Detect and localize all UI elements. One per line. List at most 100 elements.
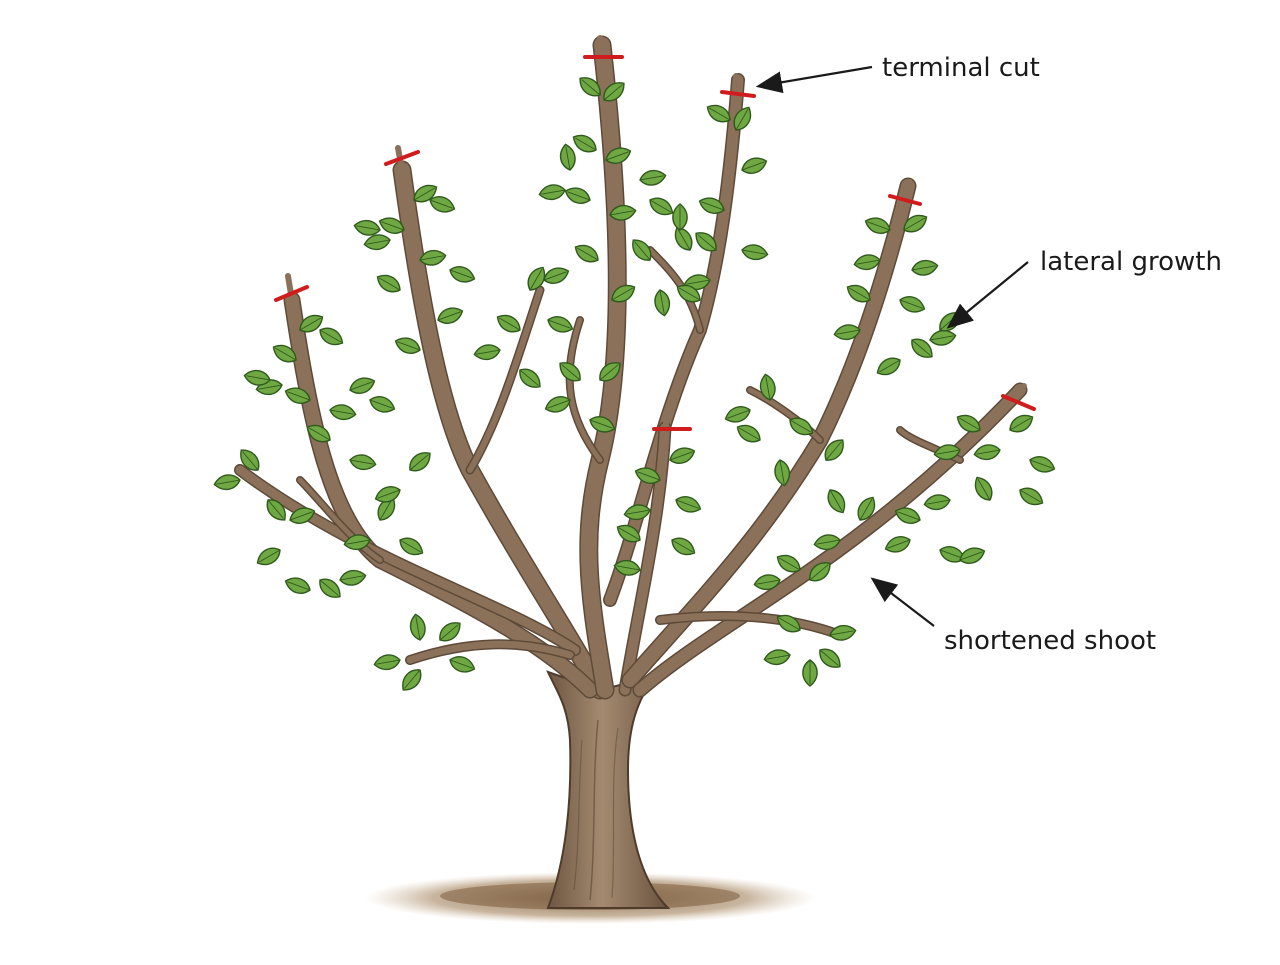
leaf — [449, 656, 476, 673]
leaf — [789, 417, 814, 436]
leaf — [374, 486, 401, 503]
leaf — [256, 547, 281, 566]
leaf — [378, 217, 405, 234]
leaf — [857, 496, 876, 521]
leaf — [272, 344, 297, 363]
leaf — [419, 249, 447, 266]
leaf — [616, 524, 641, 543]
leaf — [809, 562, 831, 582]
pruning-cut-mark — [384, 150, 420, 166]
shortened-shoot-arrow — [870, 577, 935, 627]
leaf — [559, 143, 576, 171]
leaf — [956, 414, 981, 433]
leaf — [349, 454, 377, 471]
twig-right-inner — [747, 387, 823, 443]
leaf — [759, 373, 776, 401]
leaf — [733, 106, 752, 131]
leaf — [911, 338, 933, 358]
leaf — [527, 266, 546, 291]
cut-stub — [1017, 383, 1027, 393]
leaf — [753, 574, 781, 591]
leaf — [853, 254, 881, 271]
cut-stub — [285, 273, 295, 303]
leaf — [829, 624, 857, 641]
leaf — [911, 259, 939, 276]
leaf — [409, 613, 426, 641]
pruning-cut-mark — [888, 194, 922, 206]
leaf — [824, 439, 844, 461]
cut-stub — [662, 411, 671, 431]
leaf — [394, 337, 421, 354]
leaf — [776, 554, 801, 573]
leaf — [741, 244, 769, 261]
branch-center-right-outline — [603, 73, 745, 607]
lateral-growth-arrow — [946, 261, 1029, 329]
twig-left-inner — [467, 287, 543, 473]
leaf — [776, 614, 801, 633]
leaf — [289, 507, 316, 524]
leaf — [306, 424, 331, 443]
trunk — [546, 670, 671, 909]
leaf — [473, 344, 501, 361]
leaf — [266, 499, 286, 521]
leaf — [639, 169, 667, 186]
leaf — [683, 274, 711, 291]
leaf — [813, 534, 841, 551]
leaf — [439, 622, 461, 642]
terminal-cut-label: terminal cut — [882, 53, 1040, 83]
leaf — [611, 284, 636, 303]
leaf — [349, 377, 376, 394]
shortened-shoot-label: shortened shoot — [944, 626, 1157, 656]
leaf — [833, 324, 861, 341]
leaf — [603, 82, 625, 102]
leaf — [675, 496, 702, 513]
leaf — [599, 362, 621, 382]
leaf — [671, 537, 696, 556]
leaf — [933, 444, 961, 461]
twig-center-right — [647, 247, 703, 333]
leaf — [369, 396, 396, 413]
leaf — [674, 226, 693, 251]
foliage — [213, 77, 1056, 691]
leaf — [399, 537, 424, 556]
leaf — [363, 234, 391, 251]
leaf — [409, 452, 431, 472]
leaf — [903, 214, 928, 233]
leaf — [449, 266, 476, 283]
leaf — [376, 274, 401, 293]
twig-left-mid — [297, 477, 383, 563]
leaf — [736, 424, 761, 443]
leaf — [605, 147, 632, 164]
leaf — [319, 578, 341, 598]
terminal-cut-arrow — [755, 65, 873, 94]
branch-right-low — [656, 612, 844, 639]
leaf — [774, 459, 791, 487]
leaf — [609, 204, 637, 221]
leaf — [695, 232, 717, 252]
leaf — [329, 404, 357, 421]
leaf — [589, 416, 616, 433]
leaf — [974, 476, 993, 501]
branch-center-leader — [580, 37, 626, 698]
leaf — [623, 504, 651, 521]
leaf — [299, 314, 324, 333]
lateral-growth-label: lateral growth — [1040, 247, 1222, 277]
leaf — [864, 217, 891, 234]
leaf — [574, 244, 599, 263]
leaf — [559, 362, 581, 382]
leaf — [654, 289, 671, 317]
leaf — [319, 327, 344, 346]
leaf — [579, 77, 601, 97]
leaf — [884, 536, 911, 553]
leaf — [672, 203, 688, 231]
leaf — [240, 449, 260, 471]
leaf — [543, 267, 570, 284]
leaf — [1019, 487, 1044, 506]
leaf — [876, 357, 901, 376]
pruning-cut-mark — [274, 285, 309, 302]
cut-stub — [733, 73, 741, 85]
leaf — [243, 369, 271, 386]
leaf — [429, 196, 456, 213]
leaf — [402, 669, 422, 691]
